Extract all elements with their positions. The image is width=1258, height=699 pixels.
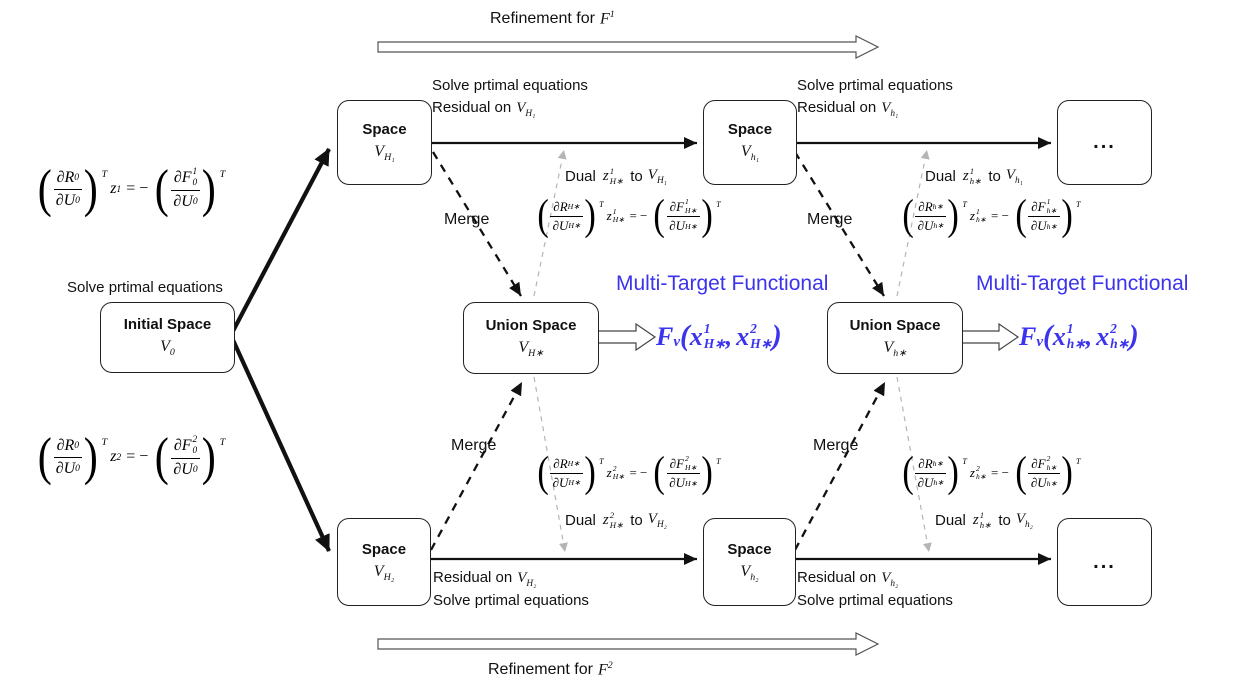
- label-solve-initial: Solve prtimal equations: [67, 279, 223, 296]
- box-space-h2: Space Vh₂: [703, 518, 796, 606]
- refinement-label-bottom: Refinement for F2: [488, 660, 613, 679]
- refinement-arrow-top: [377, 35, 880, 59]
- label-residual-bottom-left: Residual on VH₂: [433, 569, 537, 589]
- arrow-merge-h1-to-unionh: [794, 151, 885, 297]
- f1-symbol: F: [599, 10, 610, 28]
- box-space-H1: Space VH₁: [337, 100, 432, 185]
- label-merge-top-right: Merge: [807, 211, 853, 228]
- label-residual-top-left: Residual on VH₁: [432, 99, 536, 119]
- box-union-h-title: Union Space: [849, 316, 941, 334]
- box-space-H2-title: Space: [361, 540, 407, 558]
- refinement-label-top: Refinement for F1: [490, 9, 615, 28]
- arrow-merge-h2-to-unionh: [793, 381, 887, 551]
- box-space-h1-title: Space: [727, 121, 773, 139]
- box-ellipsis-top: ...: [1057, 100, 1152, 185]
- arrow-initial-to-H1: [231, 148, 331, 332]
- arrow-dual-unionh-to-h1: [896, 149, 930, 297]
- box-union-space-h: Union Space Vh∗: [827, 302, 963, 374]
- f2-symbol: F: [597, 661, 608, 679]
- box-space-H1-title: Space: [362, 121, 407, 139]
- label-solve-top-right: Solve prtimal equations: [797, 77, 953, 94]
- box-space-H2-symbol: VH₂: [373, 562, 395, 584]
- box-union-h-symbol: Vh∗: [883, 338, 907, 360]
- box-union-H-symbol: VH∗: [518, 338, 544, 360]
- box-space-h2-symbol: Vh₂: [740, 562, 759, 584]
- box-ellipsis-bottom: ...: [1057, 518, 1152, 606]
- functional-arrow-left: [597, 322, 657, 352]
- refinement-arrow-bottom: [377, 632, 880, 656]
- heading-multi-target-left: Multi-Target Functional: [616, 272, 829, 295]
- box-space-h2-title: Space: [727, 540, 772, 558]
- box-initial-space: Initial Space V0: [100, 302, 235, 373]
- ellipsis-bottom-label: ...: [1093, 550, 1116, 573]
- refinement-label-top-text: Refinement for: [490, 10, 595, 28]
- label-residual-top-right: Residual on Vh₁: [797, 99, 899, 119]
- box-space-h1: Space Vh₁: [703, 100, 797, 185]
- ellipsis-top-label: ...: [1093, 131, 1116, 153]
- label-merge-bottom-left: Merge: [451, 437, 497, 454]
- label-residual-bottom-right: Residual on Vh₂: [797, 569, 899, 589]
- refinement-label-bottom-text: Refinement for: [488, 661, 593, 679]
- box-space-H1-symbol: VH₁: [374, 143, 395, 164]
- arrow-initial-to-H2: [231, 339, 331, 552]
- arrow-merge-H1-to-unionH: [432, 151, 522, 297]
- functional-arrow-right: [960, 322, 1020, 352]
- label-merge-top-left: Merge: [444, 211, 490, 228]
- box-union-space-H: Union Space VH∗: [463, 302, 599, 374]
- box-space-h1-symbol: Vh₁: [740, 143, 760, 164]
- box-initial-space-symbol: V0: [160, 338, 175, 359]
- label-solve-top-left: Solve prtimal equations: [432, 77, 588, 94]
- box-union-H-title: Union Space: [485, 316, 577, 334]
- box-initial-title: Initial Space: [123, 316, 212, 334]
- box-space-H2: Space VH₂: [337, 518, 431, 606]
- arrow-merge-H2-to-unionH: [429, 381, 524, 551]
- arrow-dual-unionH-to-H1: [533, 149, 567, 297]
- label-solve-bottom-left: Solve prtimal equations: [433, 592, 589, 609]
- label-merge-bottom-right: Merge: [813, 437, 859, 454]
- heading-multi-target-right: Multi-Target Functional: [976, 272, 1189, 295]
- label-solve-bottom-right: Solve prtimal equations: [797, 592, 953, 609]
